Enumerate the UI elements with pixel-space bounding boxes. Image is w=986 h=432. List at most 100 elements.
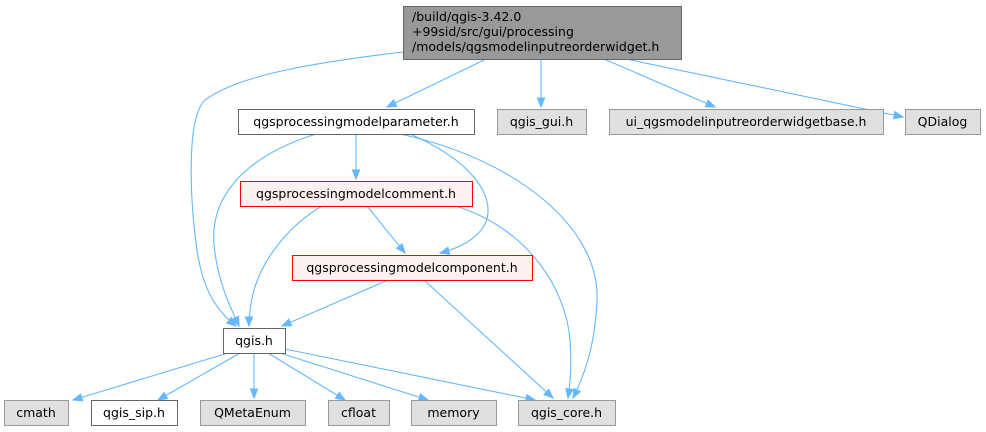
node-box	[91, 400, 178, 426]
edge-root-to-ui_base	[603, 58, 717, 108]
nodes-layer: /build/qgis-3.42.0+99sid/src/gui/process…	[4, 6, 981, 426]
edge-arrowhead	[231, 315, 240, 328]
node-label: qgis.h	[235, 333, 273, 348]
node-label: cmath	[16, 405, 56, 420]
edge-comment-to-qgis_core	[455, 205, 574, 400]
node-label: +99sid/src/gui/processing	[412, 24, 574, 39]
node-label: qgis_sip.h	[103, 405, 165, 420]
edge-line	[267, 352, 346, 401]
edge-arrowhead	[572, 387, 582, 400]
node-root[interactable]: /build/qgis-3.42.0+99sid/src/gui/process…	[403, 6, 682, 60]
node-comment[interactable]: qgsprocessingmodelcomment.h	[240, 181, 473, 207]
node-qgis[interactable]: qgis.h	[223, 328, 286, 354]
edge-root-to-qdialog	[625, 58, 905, 120]
edge-param-to-qgis_core	[399, 133, 598, 400]
node-box	[497, 109, 587, 135]
node-label: QMetaEnum	[214, 405, 291, 420]
node-box	[4, 400, 69, 426]
edge-line	[423, 279, 554, 399]
node-box	[223, 328, 286, 354]
node-qdialog[interactable]: QDialog	[905, 109, 981, 135]
node-box	[905, 109, 981, 135]
node-qmetaenum[interactable]: QMetaEnum	[200, 400, 306, 426]
edge-component-to-qgis	[280, 279, 389, 327]
edge-qgis-to-qmetaenum	[249, 353, 259, 400]
edge-line	[366, 205, 406, 254]
edge-arrowhead	[225, 316, 238, 327]
edge-arrowhead	[71, 393, 84, 402]
edge-arrowhead	[244, 316, 254, 328]
node-label: qgsprocessingmodelparameter.h	[253, 114, 458, 129]
edge-arrowhead	[351, 169, 361, 181]
edges-layer	[71, 51, 905, 403]
edge-comment-to-qgis	[244, 205, 323, 328]
node-label: qgsprocessingmodelcomment.h	[256, 186, 456, 201]
edge-arrowhead	[438, 246, 451, 255]
edge-line	[284, 348, 536, 401]
edge-line	[248, 205, 323, 327]
node-qgis-gui[interactable]: qgis_gui.h	[497, 109, 587, 135]
node-label: qgis_core.h	[531, 405, 602, 420]
edge-line	[603, 58, 716, 108]
node-box	[411, 400, 497, 426]
edge-arrowhead	[280, 318, 293, 327]
node-box	[240, 181, 473, 207]
node-box	[403, 6, 682, 60]
edge-line	[157, 352, 241, 401]
node-param[interactable]: qgsprocessingmodelparameter.h	[238, 109, 475, 135]
edge-arrowhead	[704, 99, 717, 108]
edge-comment-to-component	[366, 205, 406, 255]
node-label: /models/qgsmodelinputreorderwidget.h	[412, 39, 659, 54]
node-label: cfloat	[341, 405, 376, 420]
edge-line	[279, 352, 429, 401]
edge-root-to-qgis_gui	[536, 59, 546, 109]
edge-line	[213, 133, 317, 327]
node-cmath[interactable]: cmath	[4, 400, 69, 426]
node-box	[518, 400, 616, 426]
edge-line	[281, 279, 389, 327]
edge-line	[625, 58, 904, 118]
edge-qgis-to-cmath	[71, 352, 229, 402]
edge-component-to-qgis_core	[423, 279, 554, 399]
node-cfloat[interactable]: cfloat	[328, 400, 390, 426]
edge-qgis-to-cfloat	[267, 352, 347, 401]
node-label: /build/qgis-3.42.0	[412, 9, 521, 24]
edge-line	[399, 133, 598, 399]
edge-line	[386, 58, 487, 108]
node-box	[328, 400, 390, 426]
node-ui-base[interactable]: ui_qgsmodelinputreorderwidgetbase.h	[609, 109, 884, 135]
node-label: ui_qgsmodelinputreorderwidgetbase.h	[626, 114, 867, 129]
edge-arrowhead	[565, 387, 574, 400]
edge-arrowhead	[543, 388, 554, 399]
node-label: qgsprocessingmodelcomponent.h	[306, 260, 517, 275]
edge-line	[455, 205, 572, 399]
node-box	[238, 109, 475, 135]
edge-line	[409, 133, 489, 254]
node-label: memory	[427, 405, 480, 420]
node-label: qgis_gui.h	[510, 114, 573, 129]
edge-arrowhead	[395, 242, 406, 255]
edge-line	[190, 51, 404, 327]
node-box	[609, 109, 884, 135]
node-memory[interactable]: memory	[411, 400, 497, 426]
node-qgis-core[interactable]: qgis_core.h	[518, 400, 616, 426]
edge-root-to-param	[385, 58, 487, 108]
node-qgis-sip[interactable]: qgis_sip.h	[91, 400, 178, 426]
edge-arrowhead	[156, 391, 169, 401]
node-box	[200, 400, 306, 426]
edge-arrowhead	[385, 98, 398, 108]
node-box	[292, 255, 533, 281]
edge-arrowhead	[334, 391, 347, 401]
edge-arrowhead	[892, 110, 905, 120]
edge-arrowhead	[417, 392, 430, 402]
edge-line	[72, 352, 229, 401]
edge-arrowhead	[536, 97, 546, 109]
edge-qgis-to-memory	[279, 352, 430, 402]
node-component[interactable]: qgsprocessingmodelcomponent.h	[292, 255, 533, 281]
edge-root-to-qgis	[190, 51, 404, 327]
node-label: QDialog	[918, 114, 968, 129]
edge-param-to-component	[409, 133, 489, 255]
edge-param-to-qgis	[213, 133, 317, 328]
edge-qgis-to-qgis_sip	[156, 352, 241, 401]
